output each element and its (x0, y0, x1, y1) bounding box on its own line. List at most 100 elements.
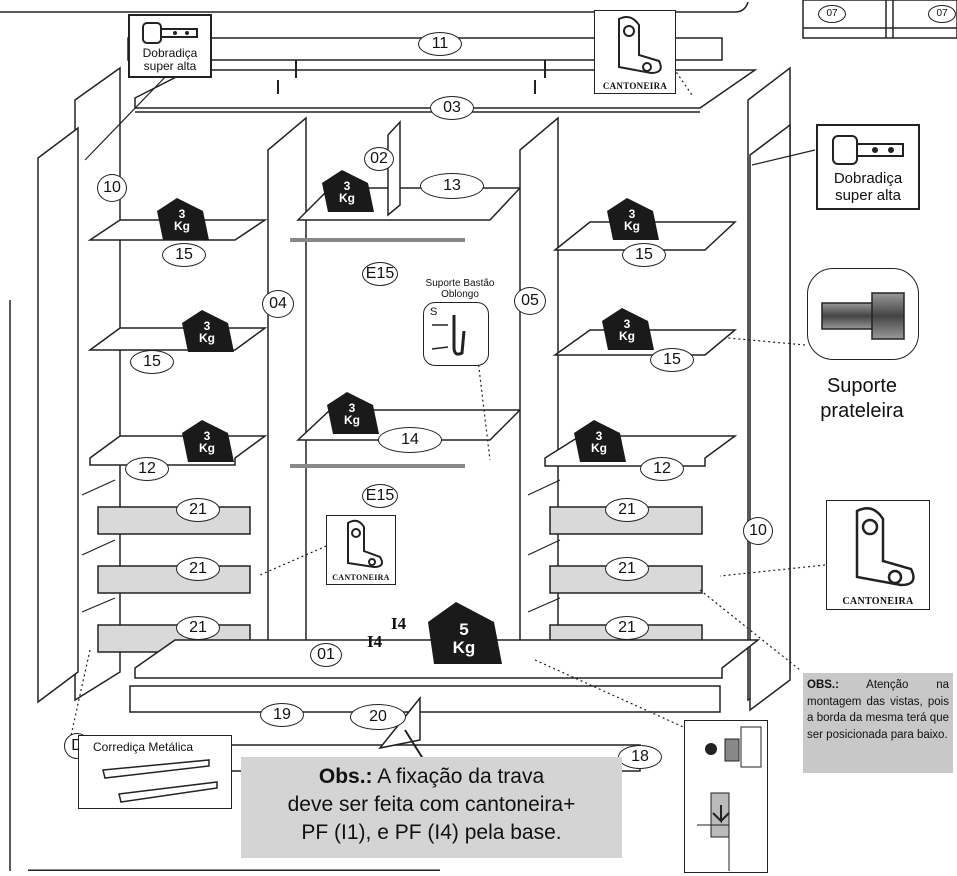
screw-label-i4-a: I4 (391, 614, 407, 633)
hinge-label-line1: Dobradiça (142, 46, 198, 60)
top-right-label-a: 07 (818, 5, 846, 23)
cam-lock-detail (684, 720, 768, 873)
hinge-callout-right: Dobradiça super alta (816, 124, 920, 210)
part-label-02: 02 (364, 147, 394, 171)
part-label-15-right-top: 15 (622, 243, 666, 267)
hinge-label-line1: Dobradiça (833, 170, 903, 187)
obs-side-note: OBS.: Atenção na montagem das vistas, po… (803, 673, 953, 773)
part-label-01: 01 (310, 643, 342, 667)
part-label-21-right-2: 21 (605, 557, 649, 581)
part-label-19: 19 (260, 703, 304, 727)
weight-3kg-right-low: 3 Kg (572, 418, 626, 462)
part-label-18: 18 (618, 745, 662, 769)
part-label-11: 11 (418, 32, 462, 56)
suporte-bastao-label: Suporte Bastão Oblongo (418, 278, 502, 300)
hinge-callout-left: Dobradiça super alta (128, 14, 212, 78)
part-label-03: 03 (430, 96, 474, 120)
part-label-21-left-1: 21 (176, 498, 220, 522)
part-label-12-left: 12 (125, 457, 169, 481)
suporte-s-label: S (430, 306, 438, 318)
bracket-icon (347, 519, 383, 569)
rod-support-icon (431, 315, 466, 356)
obs-note-line2: deve ser feita com cantoneira+ (287, 793, 576, 816)
suporte-bastao-line1: Suporte Bastão (425, 278, 495, 289)
drawer-slide-icon (102, 759, 218, 803)
part-label-05: 05 (514, 287, 546, 315)
weight-unit: Kg (199, 331, 215, 345)
obs-note-line1: A fixação da trava (372, 765, 545, 788)
part-label-21-left-2: 21 (176, 557, 220, 581)
weight-unit: Kg (624, 219, 640, 233)
divider-04 (267, 116, 307, 667)
obs-note-line3: PF (I1), e PF (I4) pela base. (301, 821, 562, 844)
part-label-e15-bottom: E15 (362, 484, 398, 508)
weight-3kg-center-low: 3 Kg (325, 390, 379, 434)
cantoneira-label: CANTONEIRA (842, 596, 914, 607)
hinge-label-line2: super alta (143, 59, 197, 73)
part-label-20: 20 (350, 704, 406, 730)
shelf-support-line2: prateleira (820, 400, 904, 422)
weight-value: 3 (348, 401, 356, 415)
weight-unit: Kg (199, 441, 215, 455)
part-label-10-right: 10 (743, 517, 773, 545)
part-label-04: 04 (262, 290, 294, 318)
obs-side-note-text: Atenção na montagem das vistas, pois a b… (807, 679, 949, 741)
weight-5kg-base: 5 Kg (424, 600, 504, 664)
weight-value: 5 (459, 620, 469, 639)
weight-3kg-right-top: 3 Kg (605, 196, 659, 240)
drawer-slide-label: Corrediça Metálica (93, 740, 194, 754)
bracket-icon (855, 507, 915, 587)
weight-3kg-left-top: 3 Kg (155, 196, 209, 240)
weight-value: 3 (203, 319, 211, 333)
weight-unit: Kg (174, 219, 190, 233)
shelf-support-line1: Suporte (826, 375, 898, 397)
weight-unit: Kg (591, 441, 607, 455)
shelf-support-callout (807, 268, 919, 360)
obs-note: Obs.: A fixação da trava deve ser feita … (241, 757, 622, 858)
weight-value: 3 (628, 207, 636, 221)
weight-3kg-left-low: 3 Kg (180, 418, 234, 462)
hinge-icon (142, 22, 198, 44)
cantoneira-callout-right: CANTONEIRA (826, 500, 930, 610)
obs-note-bold: Obs.: (318, 765, 373, 788)
weight-value: 3 (595, 429, 603, 443)
cam-lock-icon (697, 726, 762, 871)
part-label-21-left-3: 21 (176, 616, 220, 640)
weight-value: 3 (203, 429, 211, 443)
weight-unit: Kg (344, 413, 360, 427)
shelf-pin-icon (821, 292, 905, 340)
part-label-13: 13 (420, 173, 484, 199)
screw-label-i4-b: I4 (367, 632, 383, 651)
bracket-icon (618, 16, 662, 75)
part-label-21-right-1: 21 (605, 498, 649, 522)
weight-3kg-left-mid: 3 Kg (180, 308, 234, 352)
part-label-15-left-mid: 15 (130, 350, 174, 374)
weight-3kg-center-top: 3 Kg (320, 168, 374, 212)
weight-unit: Kg (339, 191, 355, 205)
hinge-label-line2: super alta (835, 187, 901, 204)
weight-value: 3 (623, 317, 631, 331)
part-label-21-right-3: 21 (605, 616, 649, 640)
cantoneira-callout-top: CANTONEIRA (594, 10, 676, 94)
obs-side-note-bold: OBS.: (807, 679, 839, 691)
part-label-e15-top: E15 (362, 262, 398, 286)
page-frame-top (0, 1, 749, 13)
cantoneira-label: CANTONEIRA (602, 81, 668, 91)
cantoneira-label: CANTONEIRA (332, 573, 390, 582)
cantoneira-callout-mid: CANTONEIRA (326, 515, 396, 585)
top-right-label-b: 07 (928, 5, 956, 23)
weight-3kg-right-mid: 3 Kg (600, 306, 654, 350)
part-label-15-right-mid: 15 (650, 348, 694, 372)
weight-unit: Kg (452, 638, 476, 657)
weight-unit: Kg (619, 329, 635, 343)
suporte-bastao-callout: S (423, 302, 489, 366)
door-left (37, 126, 79, 704)
drawer-slide-callout: Corrediça Metálica (78, 735, 232, 809)
part-label-12-right: 12 (640, 457, 684, 481)
shelf-support-label: Suporte prateleira (800, 374, 924, 424)
hinge-icon (832, 135, 904, 165)
part-label-14: 14 (378, 427, 442, 453)
weight-value: 3 (343, 179, 351, 193)
suporte-bastao-line2: Oblongo (441, 289, 479, 300)
